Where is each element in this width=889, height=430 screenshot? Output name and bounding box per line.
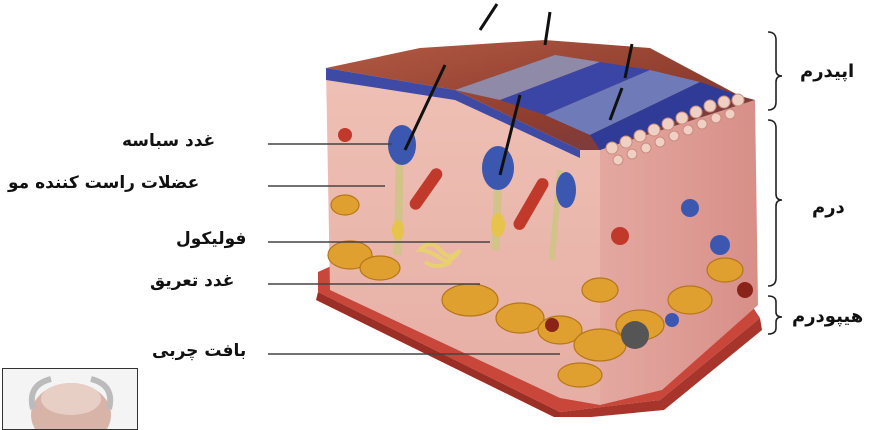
label-dermis: درم	[812, 197, 845, 218]
portrait-thumbnail	[2, 368, 138, 430]
brace-epidermis	[768, 32, 782, 110]
label-fat-tissue: بافت چربی	[152, 341, 246, 361]
label-sweat-gland: غدد تعریق	[150, 271, 234, 291]
label-follicle: فولیکول	[176, 229, 246, 249]
skin-diagram	[0, 0, 889, 417]
label-arrector-muscles: عضلات راست کننده مو	[8, 173, 199, 193]
brace-dermis	[768, 120, 782, 286]
label-epidermis: اپیدرم	[800, 61, 854, 82]
label-hypodermis: هیپودرم	[792, 306, 863, 327]
label-sebaceous-gland: غدد سباسه	[122, 131, 215, 151]
brace-hypodermis	[768, 296, 782, 334]
